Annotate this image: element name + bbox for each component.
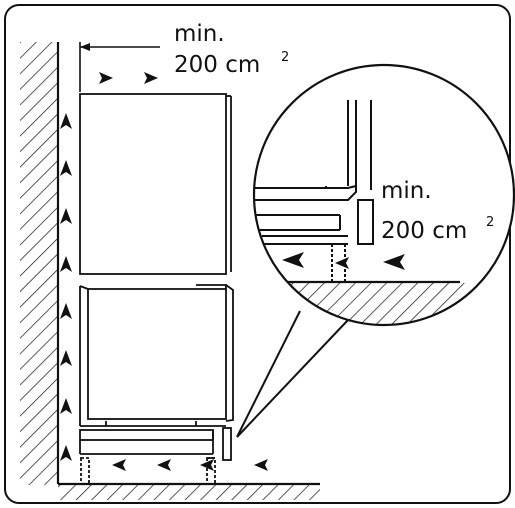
- airflow-arrow-icon: [335, 257, 349, 269]
- airflow-arrow-icon: [99, 72, 113, 84]
- top-label-line1: min.: [174, 21, 225, 47]
- detail-label-line2: 200 cm: [381, 218, 467, 244]
- floor-airflow-arrows: [112, 459, 268, 471]
- airflow-arrow-icon: [60, 113, 72, 129]
- detail-label-line1: min.: [381, 178, 432, 204]
- floor: [58, 482, 320, 500]
- detail-label-superscript: 2: [486, 215, 494, 230]
- detail-loupe: [252, 63, 515, 327]
- airflow-arrow-icon: [200, 459, 214, 471]
- top-label-superscript: 2: [281, 50, 289, 65]
- magnifier-callout: [236, 310, 349, 438]
- airflow-arrow-icon: [60, 445, 72, 461]
- airflow-arrow-icon: [254, 459, 268, 471]
- wall-airflow-arrows: [60, 113, 72, 461]
- detail-ventilation-label: min. 200 cm 2: [381, 178, 494, 244]
- airflow-arrow-icon: [112, 459, 126, 471]
- airflow-arrow-icon: [60, 350, 72, 366]
- airflow-arrow-icon: [60, 208, 72, 224]
- clearance-dimension: [79, 42, 160, 92]
- airflow-arrow-icon: [60, 303, 72, 319]
- airflow-arrow-icon: [157, 459, 171, 471]
- wall: [20, 42, 60, 485]
- airflow-arrow-icon: [60, 398, 72, 414]
- appliance-cabinet: [79, 93, 234, 485]
- airflow-arrow-icon: [60, 256, 72, 272]
- top-airflow-arrows: [99, 72, 158, 84]
- airflow-arrow-icon: [383, 254, 405, 270]
- airflow-arrow-icon: [282, 252, 304, 268]
- top-label-line2: 200 cm: [174, 52, 260, 78]
- airflow-arrow-icon: [60, 160, 72, 176]
- airflow-arrow-icon: [144, 72, 158, 84]
- top-ventilation-label: min. 200 cm 2: [174, 21, 289, 78]
